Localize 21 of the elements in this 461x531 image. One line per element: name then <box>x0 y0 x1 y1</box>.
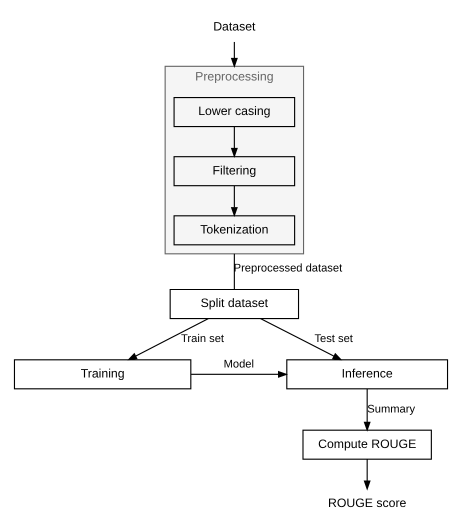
node-box: Training <box>13 359 191 390</box>
arrow <box>363 388 370 432</box>
arrow <box>230 126 238 158</box>
node-text: ROUGE score <box>327 496 406 510</box>
arrow <box>126 318 208 361</box>
edge-label: Summary <box>366 403 415 416</box>
node-box: Lower casing <box>173 96 295 128</box>
node-box: Filtering <box>173 156 295 186</box>
arrow <box>230 186 238 218</box>
node-box: Tokenization <box>173 215 295 246</box>
arrow <box>260 318 342 361</box>
edge-label: Model <box>223 358 254 371</box>
arrow <box>190 370 288 378</box>
arrow <box>363 459 370 491</box>
node-text: Dataset <box>212 19 255 34</box>
node-box: Inference <box>286 359 448 390</box>
edge-label: Test set <box>314 332 352 345</box>
node-box: Compute ROUGE <box>302 430 432 460</box>
node-box: Split dataset <box>169 288 299 320</box>
edge-label: Train set <box>180 332 224 345</box>
arrow <box>230 42 238 68</box>
